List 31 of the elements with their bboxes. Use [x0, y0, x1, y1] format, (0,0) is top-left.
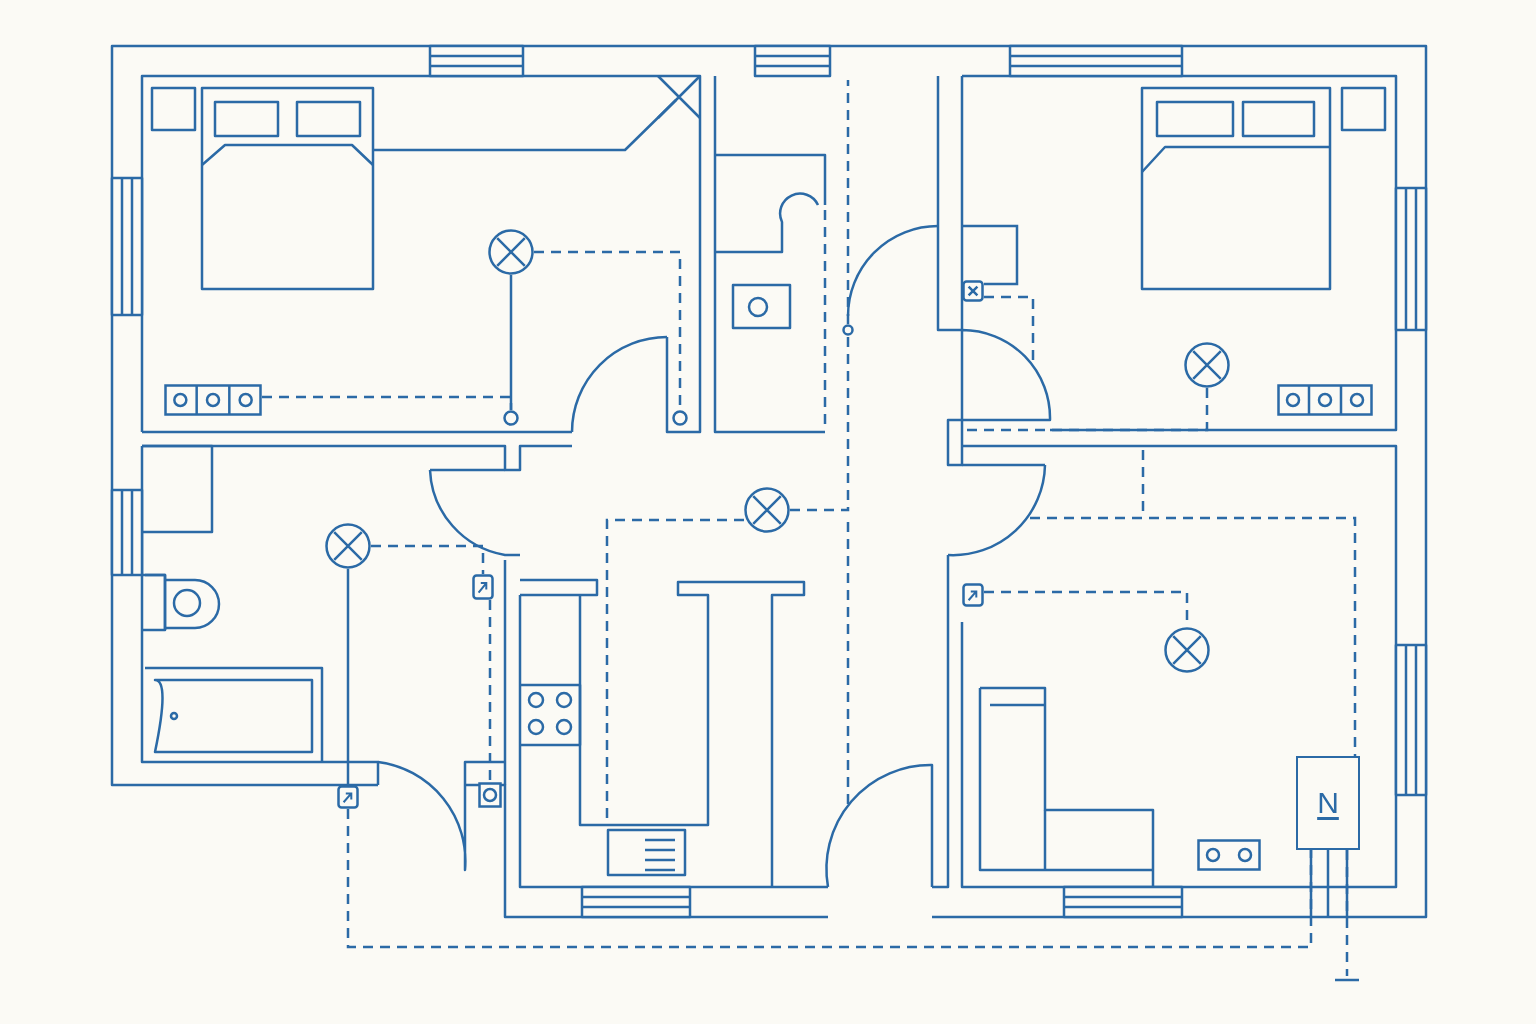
ceiling-light-symbol	[744, 487, 790, 533]
ceiling-light-symbol	[325, 523, 371, 569]
wire	[346, 569, 350, 785]
wire	[262, 395, 513, 410]
ceiling-light-symbol	[1164, 627, 1210, 673]
switch-symbol	[472, 574, 494, 600]
double-socket-symbol	[1197, 839, 1261, 871]
triple-socket-symbol	[164, 384, 262, 416]
wire	[790, 336, 850, 512]
wire	[984, 295, 1035, 362]
outlet-symbol	[672, 410, 688, 426]
triple-socket-symbol	[1277, 384, 1373, 416]
wire	[846, 80, 850, 324]
ceiling-light-symbol	[488, 229, 534, 275]
switch-symbol	[337, 785, 359, 809]
wire	[371, 544, 485, 574]
switch-symbol	[962, 583, 984, 607]
wire	[1345, 850, 1349, 976]
wire	[605, 518, 744, 820]
panel-label: N	[1317, 788, 1339, 818]
switch-symbol	[962, 280, 984, 302]
wire	[488, 600, 492, 782]
ceiling-light-symbol	[1184, 342, 1230, 388]
ground-symbol	[1334, 976, 1360, 984]
distribution-board	[1296, 756, 1360, 850]
socket-symbol	[478, 782, 502, 808]
wire	[1030, 516, 1357, 756]
wire	[962, 224, 1019, 286]
outlet-symbol	[842, 324, 854, 336]
outlet-symbol	[503, 410, 519, 426]
wire	[346, 809, 1313, 949]
